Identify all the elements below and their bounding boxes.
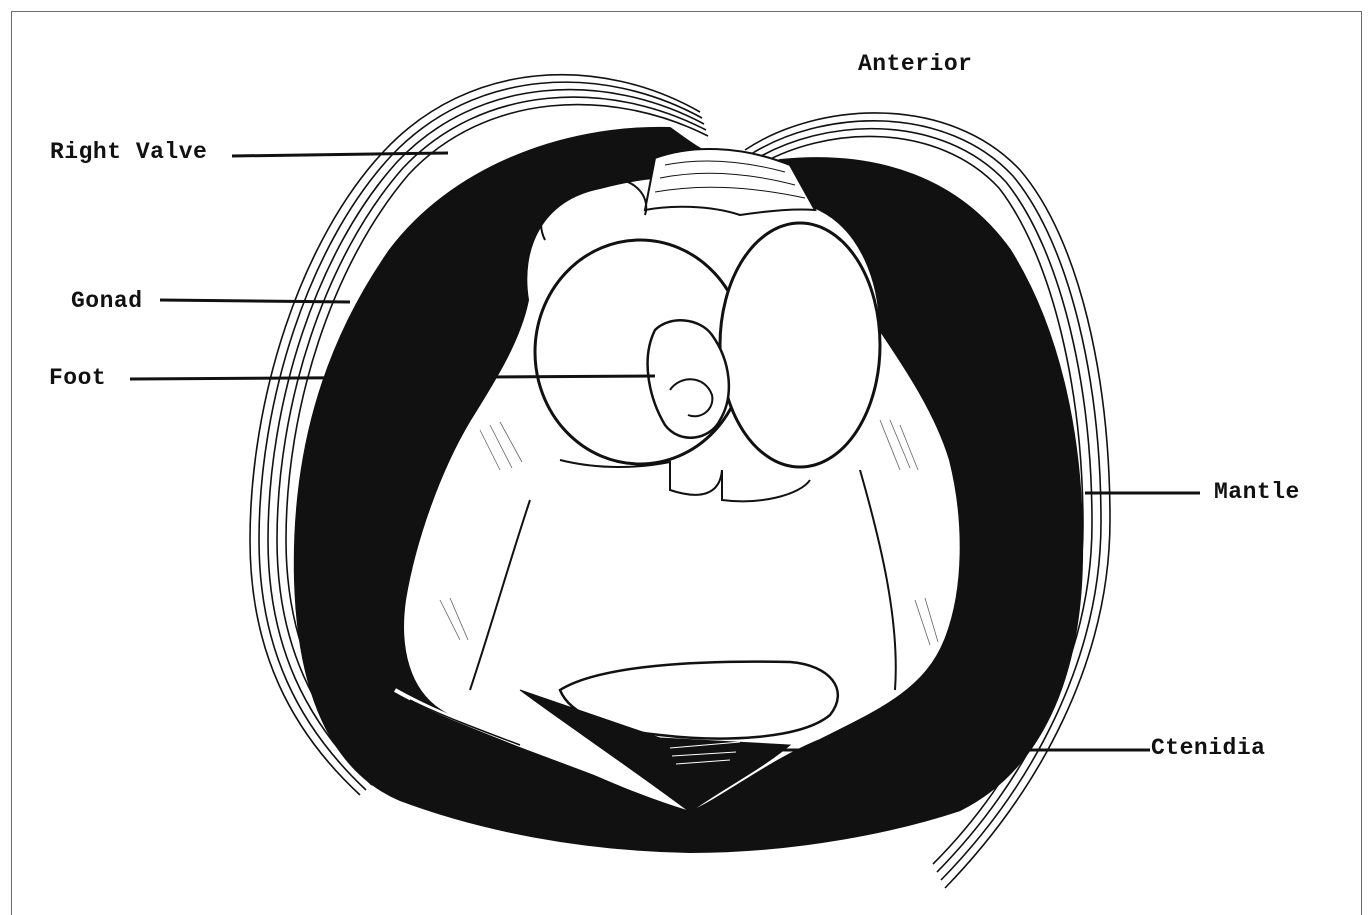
anterior-label: Anterior <box>858 51 972 77</box>
right-valve-label: Right Valve <box>50 139 207 165</box>
ctenidia-label: Ctenidia <box>1151 735 1265 761</box>
gonad-lobe-right <box>720 223 880 467</box>
gonad-label: Gonad <box>71 288 143 314</box>
foot-label: Foot <box>49 365 106 391</box>
mantle-label: Mantle <box>1214 479 1300 505</box>
